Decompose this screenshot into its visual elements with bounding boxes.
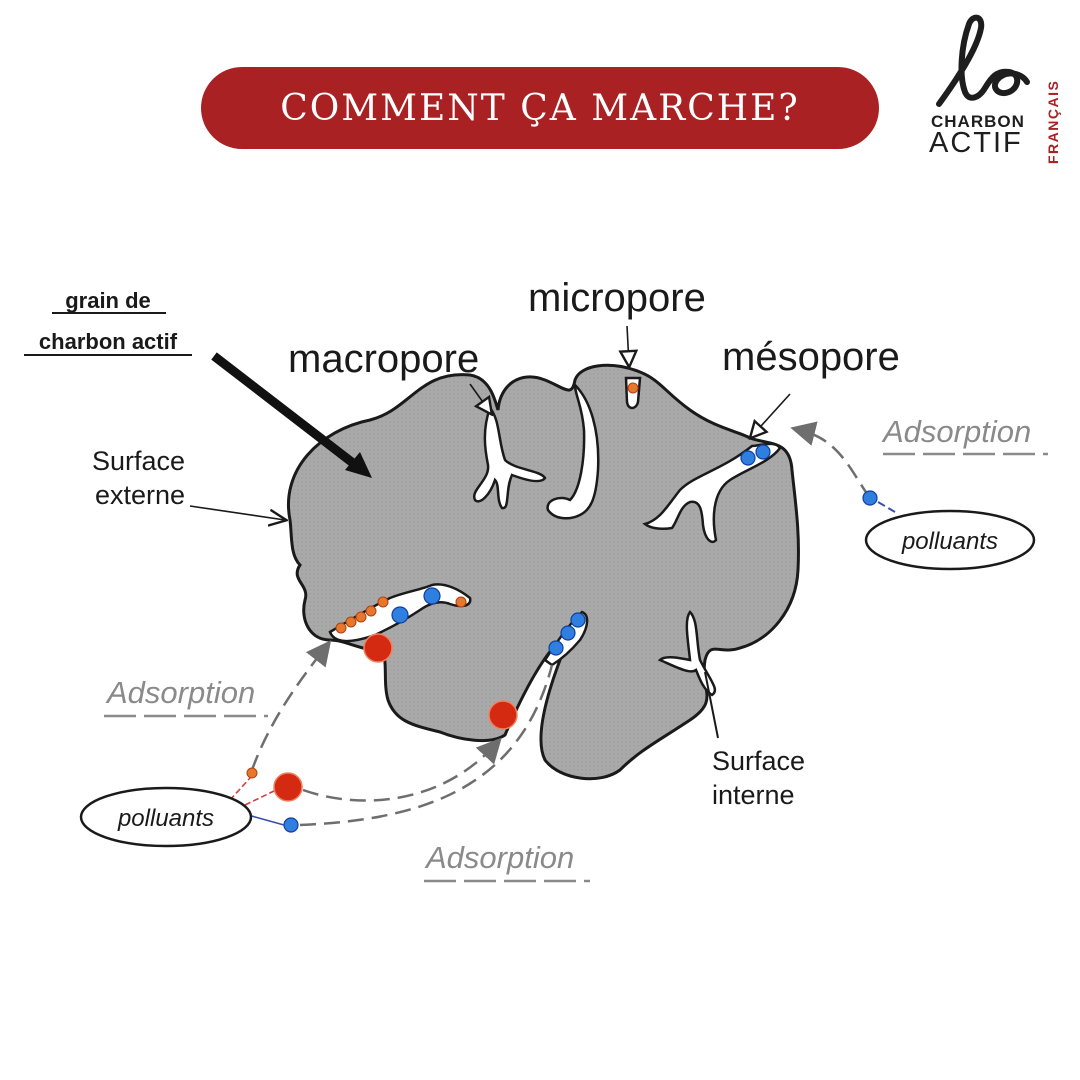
adsorption-label-left: Adsorption	[105, 675, 255, 710]
logo-actif-text: ACTIF	[929, 127, 1023, 159]
surface-externe-line2: externe	[95, 480, 185, 510]
title-banner: COMMENT ÇA MARCHE?	[201, 67, 879, 149]
logo-charbon-text: CHARBON	[931, 112, 1025, 131]
polluants-bubble-right	[864, 509, 1036, 571]
grain-arrow-head	[345, 452, 372, 478]
brand-logo: CHARBON ACTIF FRANÇAIS	[925, 12, 1065, 164]
micropore-label: micropore	[528, 276, 706, 320]
grain-label-line1: grain de	[65, 288, 151, 313]
free-pollutants	[229, 490, 896, 833]
adsorbed-pollutants	[335, 382, 771, 730]
grain-label-line2: charbon actif	[39, 329, 178, 354]
mesopore-label: mésopore	[722, 335, 900, 379]
page-title: COMMENT ÇA MARCHE?	[280, 87, 800, 129]
surface-externe-line1: Surface	[92, 446, 185, 476]
label-arrows	[189, 325, 791, 739]
carbon-grain	[287, 363, 800, 781]
adsorption-paths	[250, 421, 872, 827]
macropore-label: macropore	[288, 337, 479, 381]
polluants-label-right: polluants	[901, 528, 998, 555]
surface-interne-line1: Surface	[712, 746, 805, 776]
surface-interne-line2: interne	[712, 780, 795, 810]
adsorption-label-right: Adsorption	[881, 414, 1031, 449]
adsorption-label-bottom: Adsorption	[424, 840, 574, 875]
polluants-bubble-left	[79, 786, 253, 848]
polluants-label-left: polluants	[117, 805, 214, 832]
le-script-icon	[936, 14, 1030, 107]
